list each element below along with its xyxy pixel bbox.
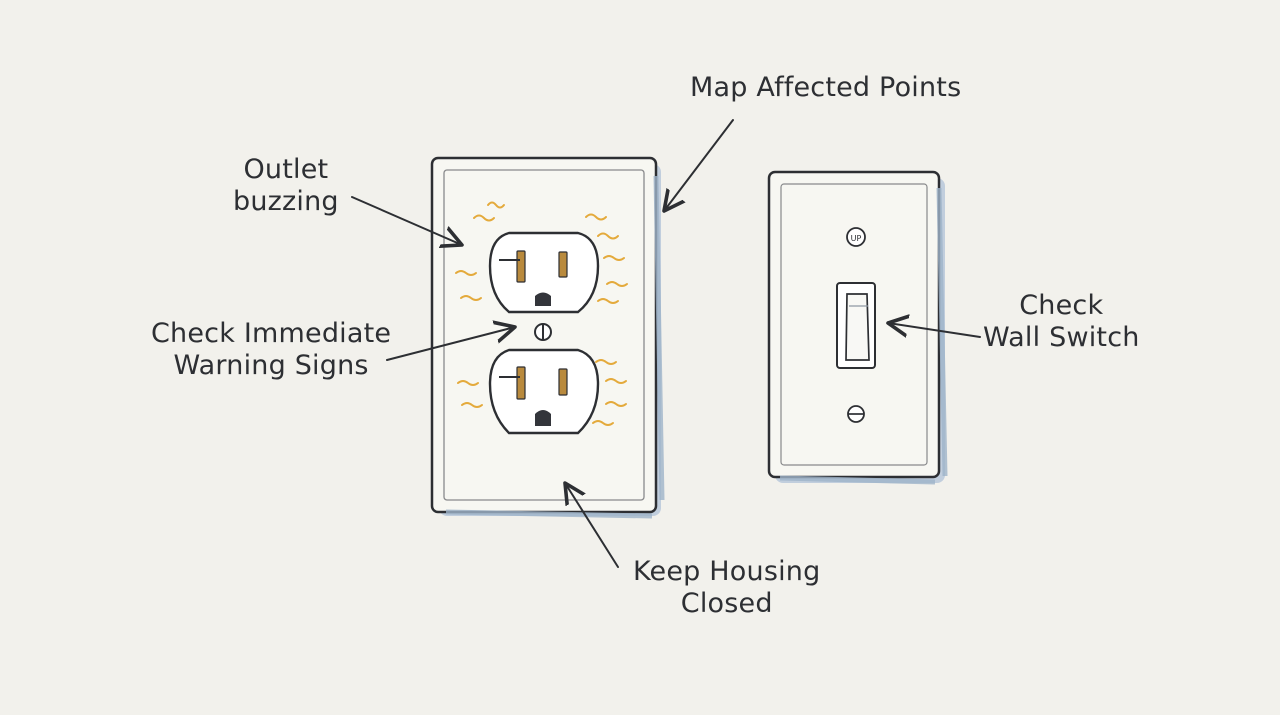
upper-receptacle bbox=[488, 231, 600, 314]
callout-arrows bbox=[351, 119, 981, 568]
switch-plate-icon: UP bbox=[767, 170, 948, 485]
switch-up-screw-icon bbox=[846, 227, 866, 247]
check-wall-switch-label: Check Wall Switch bbox=[983, 290, 1140, 353]
buzz-mark-icon bbox=[455, 201, 628, 426]
keep-housing-closed-label: Keep Housing Closed bbox=[633, 556, 821, 619]
lower-receptacle bbox=[488, 348, 600, 435]
screw-icon bbox=[534, 323, 552, 341]
map-affected-points-label: Map Affected Points bbox=[690, 72, 962, 103]
outlet-buzzing-label: Outlet buzzing bbox=[233, 154, 339, 217]
switch-up-mark: UP bbox=[851, 234, 862, 243]
check-immediate-warning-signs-label: Check Immediate Warning Signs bbox=[151, 318, 392, 381]
